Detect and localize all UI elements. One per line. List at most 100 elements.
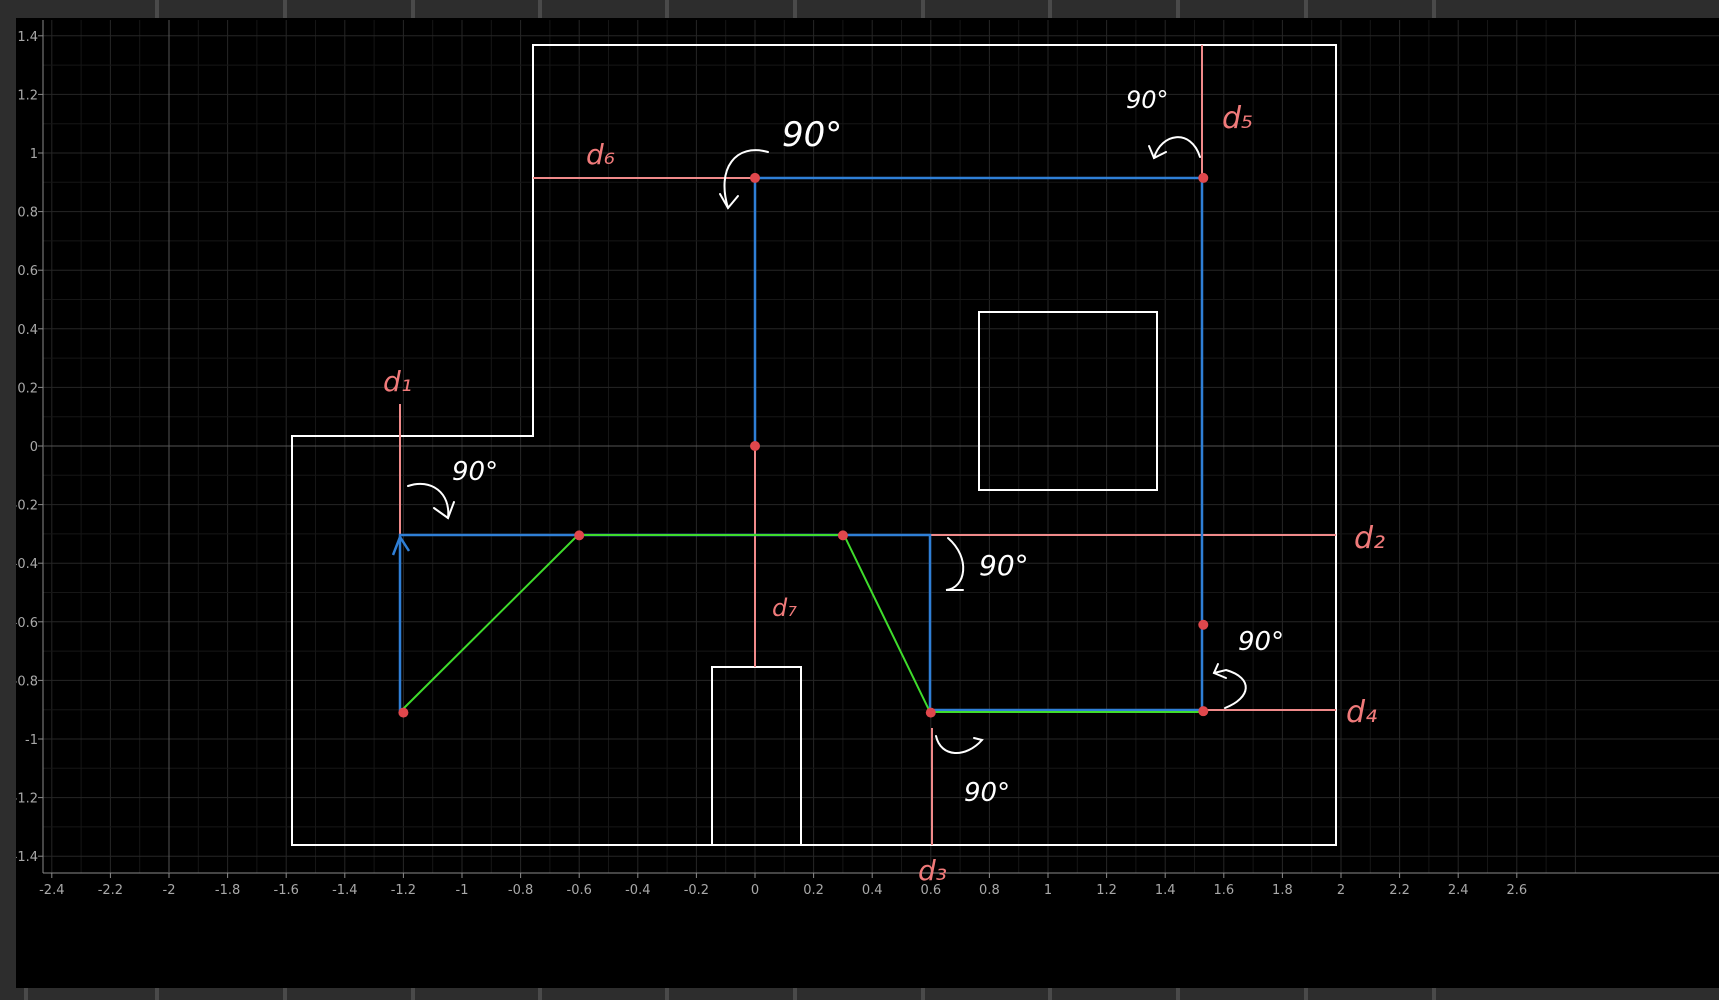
x-tick-label: -1 [456,883,469,898]
y-tick-label: 0.2 [17,381,38,396]
toolbar-divider [1048,0,1052,18]
angle-label-3: 90° [1126,86,1169,114]
label-d7: d₇ [772,594,797,622]
turn-arrow-3-head [1148,145,1167,160]
outer-wall [291,44,1337,846]
turn-arrow-6 [935,735,984,754]
y-tick-label: -1 [25,733,38,748]
angle-label-4: 90° [979,549,1029,582]
distance-rays [399,45,1336,845]
y-tick-label: 1.4 [17,30,38,45]
toolbar-divider [155,0,159,18]
waypoint-dot [574,530,585,541]
ruler-divider [411,988,415,1000]
waypoint-dot [1198,619,1209,630]
ruler-divider [1048,988,1052,1000]
y-tick-label: 0.4 [17,323,38,338]
toolbar-divider [665,0,669,18]
turn-arrow-1-head [433,501,455,520]
waypoint-dot [837,530,848,541]
turn-arrow-2 [723,149,769,209]
y-tick-label: -0.8 [16,674,38,689]
left-ruler-strip [0,18,16,988]
turn-arrow-2-head [719,193,739,210]
y-tick-labels: 1.41.210.80.60.40.20-0.2-0.4-0.6-0.8-1-1… [13,30,43,865]
x-tick-label: -1.4 [332,883,357,898]
x-tick-label: 1.2 [1096,883,1117,898]
x-tick-label: -0.6 [567,883,592,898]
x-tick-label: 2.4 [1448,883,1469,898]
turn-arrow-4 [945,537,965,591]
toolbar-divider [411,0,415,18]
axis-lines [42,20,1719,874]
turn-arrow-1 [407,482,450,519]
toolbar-divider [1176,0,1180,18]
path-start-arrow [391,534,411,556]
y-tick-label: -0.2 [16,499,38,514]
toolbar-divider [1432,0,1436,18]
x-tick-label: 1.4 [1155,883,1176,898]
waypoint-dot [750,441,760,451]
turn-arrow-5 [1213,668,1247,709]
ruler-divider [921,988,925,1000]
distance-labels: d₁ d₂ d₃ d₄ d₅ d₆ d₇ [383,101,1385,887]
ruler-divider [793,988,797,1000]
toolbar-divider [793,0,797,18]
x-tick-label: -0.2 [684,883,709,898]
x-tick-label: 0.2 [803,883,824,898]
waypoint-dot [1198,172,1209,183]
y-tick-label: 0.8 [17,206,38,221]
y-tick-label: 0 [30,440,38,455]
obstacle-box-upper-right [978,311,1158,491]
ruler-divider [1176,988,1180,1000]
angle-labels: 90° 90° 90° 90° 90° 90° [452,86,1284,808]
toolbar-divider [538,0,542,18]
x-tick-label: 0.8 [979,883,1000,898]
x-tick-label: 2 [1337,883,1345,898]
room-walls [291,44,1337,846]
label-d1: d₁ [383,365,412,398]
robot-path [391,176,1204,712]
diagram-svg[interactable]: -2.4-2.2-2-1.8-1.6-1.4-1.2-1-0.8-0.6-0.4… [13,18,1719,988]
ruler-divider [155,988,159,1000]
x-tick-label: -1.2 [391,883,416,898]
ruler-divider [24,988,28,1000]
toolbar-divider [1304,0,1308,18]
label-d3: d₃ [918,854,947,887]
x-tick-label: -0.4 [625,883,650,898]
y-tick-label: -1.4 [16,850,38,865]
label-d2: d₂ [1354,521,1385,556]
x-tick-label: 0.4 [862,883,883,898]
ruler-divider [283,988,287,1000]
label-d5: d₅ [1222,101,1253,136]
x-tick-label: 1 [1044,883,1052,898]
turn-arrow-3 [1153,136,1201,159]
waypoint-dot [750,172,760,183]
angle-label-6: 90° [964,778,1010,808]
bottom-ruler-strip [0,988,1719,1000]
x-tick-label: -0.8 [508,883,533,898]
toolbar-divider [921,0,925,18]
angle-label-5: 90° [1238,627,1284,657]
x-tick-label: -2.2 [98,883,123,898]
ruler-divider [538,988,542,1000]
toolbar-divider [283,0,287,18]
y-tick-label: 0.6 [17,264,38,279]
angle-label-1: 90° [452,457,498,487]
plot-canvas[interactable]: -2.4-2.2-2-1.8-1.6-1.4-1.2-1-0.8-0.6-0.4… [13,18,1719,988]
waypoints [398,172,1209,718]
angle-label-2: 90° [782,115,842,155]
x-tick-label: 2.2 [1389,883,1410,898]
x-tick-label: -2.4 [39,883,64,898]
path-segment-left [398,176,1204,712]
x-tick-label: -1.6 [274,883,299,898]
x-tick-label: 2.6 [1506,883,1527,898]
waypoint-dot [1198,706,1209,717]
waypoint-dot [925,707,936,718]
x-tick-label: 1.6 [1213,883,1234,898]
x-tick-label: -1.8 [215,883,240,898]
ruler-divider [665,988,669,1000]
label-d4: d₄ [1346,695,1377,730]
y-tick-label: -1.2 [16,792,38,807]
angle-arrows [407,136,1247,754]
